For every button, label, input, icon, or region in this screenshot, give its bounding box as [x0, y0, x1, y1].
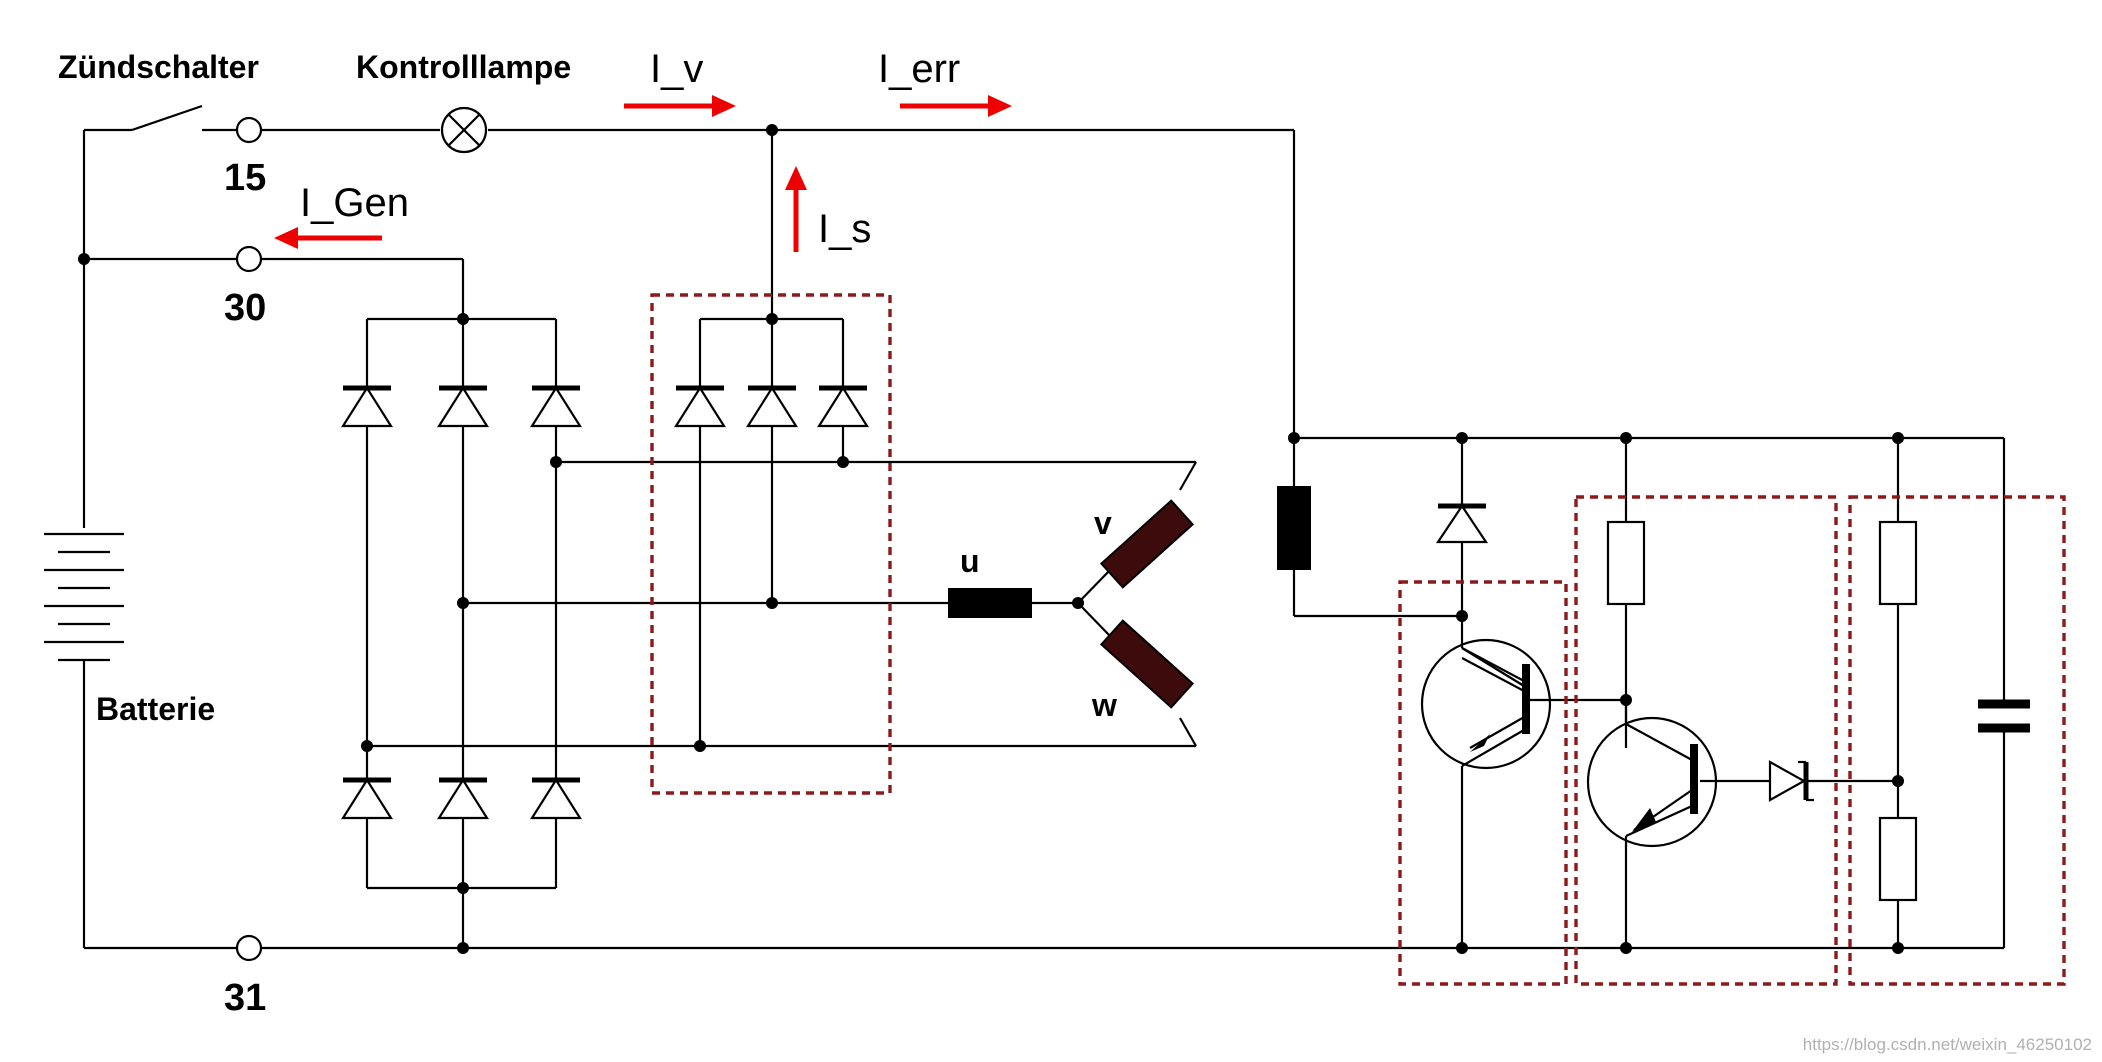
diode [746, 385, 798, 428]
current-arrow-i-gen [274, 227, 382, 249]
resistor-r1 [1606, 520, 1646, 606]
label-terminal-15: 15 [224, 157, 266, 199]
current-arrow-i-s [785, 166, 807, 252]
resistor-r2 [1878, 520, 1918, 606]
transistor-t2 [1586, 716, 1718, 848]
winding-u [948, 588, 1032, 618]
label-winding-u: u [960, 543, 980, 579]
left-circuit-wiring [82, 104, 2004, 950]
terminal-30-circle [235, 245, 263, 273]
diode [437, 385, 489, 428]
capacitor [1978, 699, 2030, 733]
diode [530, 385, 582, 428]
ignition-switch-blade [131, 104, 203, 132]
control-stage-box [1574, 495, 1838, 986]
battery-symbol [44, 532, 124, 662]
junction-dots [78, 124, 1904, 954]
driver-stage-box [1398, 580, 1568, 986]
label-winding-v: v [1094, 505, 1112, 541]
label-terminal-30: 30 [224, 287, 266, 329]
diode [341, 777, 393, 820]
label-battery: Batterie [96, 691, 215, 727]
diode-row-upper [341, 385, 582, 428]
diode [437, 777, 489, 820]
label-current-i-s: I_s [818, 207, 871, 251]
transistor-t1 [1420, 638, 1552, 770]
label-ignition-switch: Zündschalter [58, 49, 259, 85]
watermark-url: https://blog.csdn.net/weixin_46250102 [1803, 1035, 2092, 1054]
terminal-31-circle [235, 934, 263, 962]
winding-w [1099, 619, 1195, 709]
freewheel-diode [1435, 503, 1489, 544]
diode [817, 385, 869, 428]
label-winding-w: w [1091, 687, 1117, 723]
control-lamp-icon [440, 106, 488, 154]
diode [341, 385, 393, 428]
label-control-lamp: Kontrolllampe [356, 49, 571, 85]
label-current-i-gen: I_Gen [300, 181, 409, 225]
diode-row-lower [341, 777, 582, 820]
field-coil [1277, 486, 1311, 570]
diode-row-exciter [674, 385, 869, 428]
rectifier-wiring [365, 130, 1197, 948]
zener-diode [1768, 760, 1814, 802]
exciter-diode-box [650, 293, 892, 795]
current-arrow-i-err [900, 95, 1012, 117]
terminal-15-circle [235, 116, 263, 144]
current-arrow-i-v [624, 95, 736, 117]
resistor-r3 [1878, 816, 1918, 902]
diode [530, 777, 582, 820]
diode [674, 385, 726, 428]
label-current-i-v: I_v [650, 47, 703, 91]
regulator-wiring [1292, 130, 2006, 948]
label-current-i-err: I_err [878, 47, 960, 91]
label-terminal-31: 31 [224, 977, 266, 1019]
winding-v [1099, 499, 1195, 589]
